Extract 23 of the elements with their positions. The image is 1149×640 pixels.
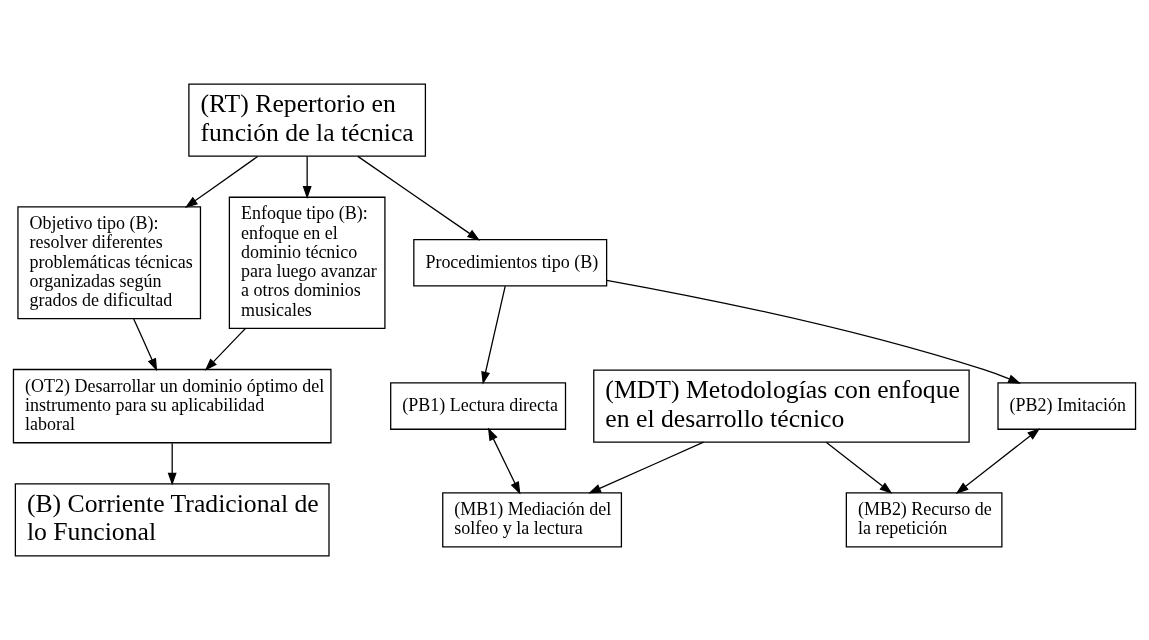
arrow: [588, 441, 705, 494]
node-box: Objetivo tipo (B): resolver diferentes problemáticas técnicas organizadas según grados de dificultad: [17, 206, 202, 320]
arrow: [167, 442, 177, 486]
node-box: (PB1) Lectura directa: [390, 382, 567, 430]
node-box: (MB2) Recurso de la repetición: [845, 492, 1003, 548]
node-box: (MDT) Metodologías con enfoque en el desarrollo técnico: [593, 369, 970, 443]
node-box: (MB1) Mediación del solfeo y la lectura: [442, 492, 623, 548]
arrow: [184, 155, 259, 208]
node-box: (PB2) Imitación: [997, 382, 1137, 430]
node-box: Enfoque tipo (B): enfoque en el dominio técnico para luego avanzar a otros dominios musicales: [228, 196, 386, 329]
arrow: [825, 441, 893, 494]
node-box: (B) Corriente Tradicional de lo Funcional: [14, 483, 330, 557]
arrow: [955, 428, 1041, 494]
arrow: [302, 155, 312, 199]
node-box: (RT) Repertorio en función de la técnica: [188, 83, 427, 157]
arrow: [204, 328, 246, 371]
arrow: [481, 285, 506, 385]
arrow: [487, 427, 521, 495]
node-box: (OT2) Desarrollar un dominio óptimo del instrumento para su aplicabilidad laboral: [12, 368, 332, 444]
arrow: [133, 318, 158, 372]
arrow: [606, 279, 1021, 384]
arrow: [357, 155, 481, 241]
node-box: Procedimientos tipo (B): [413, 239, 608, 287]
